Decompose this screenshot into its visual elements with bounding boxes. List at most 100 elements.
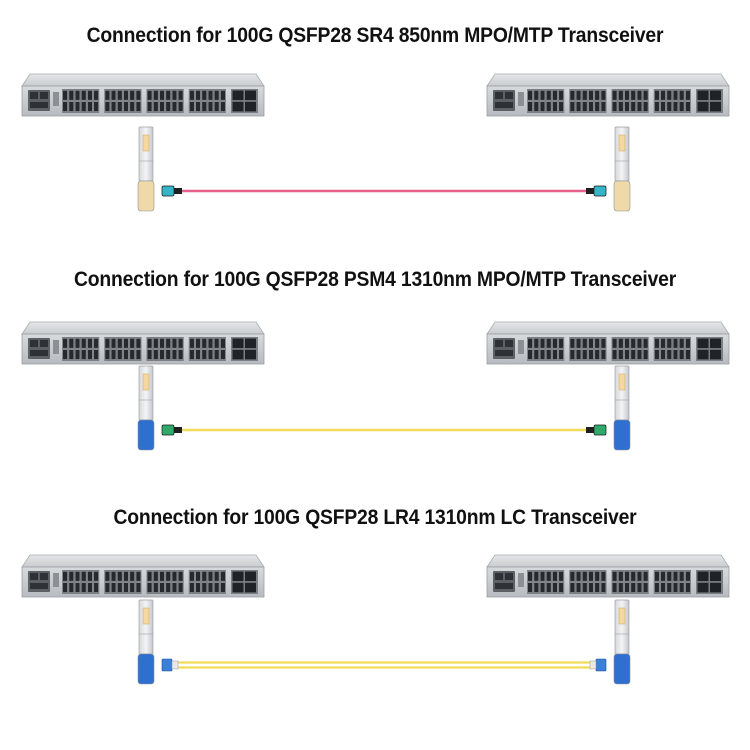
rj45-port <box>40 340 48 347</box>
sfp-port <box>135 349 141 360</box>
qsfp-port <box>697 338 709 349</box>
sfp-port <box>220 582 226 593</box>
port-group <box>146 337 184 361</box>
sfp-port <box>552 101 558 112</box>
sfp-port <box>75 90 81 101</box>
sfp-port <box>171 582 177 593</box>
rj45-port <box>30 573 38 580</box>
qsfp-port <box>232 571 244 582</box>
sfp-port <box>201 349 207 360</box>
sfp-port <box>159 571 165 582</box>
sfp-port <box>588 571 594 582</box>
sfp-port <box>643 338 649 349</box>
sfp-port <box>104 101 110 112</box>
sfp-port <box>660 90 666 101</box>
sfp-port <box>135 582 141 593</box>
sfp-port <box>171 101 177 112</box>
sfp-port <box>75 582 81 593</box>
sfp-port <box>672 571 678 582</box>
sfp-port <box>600 338 606 349</box>
connector-right <box>589 658 607 672</box>
qsfp-port <box>710 338 721 349</box>
transceiver-right <box>613 126 631 212</box>
sfp-port <box>207 101 213 112</box>
sfp-port <box>123 90 129 101</box>
sfp-port <box>654 571 660 582</box>
sfp-port <box>171 571 177 582</box>
sfp-port <box>195 349 201 360</box>
transceiver-pull-tab <box>613 180 631 212</box>
sfp-port <box>153 582 159 593</box>
sfp-port <box>540 338 546 349</box>
sfp-port <box>654 349 660 360</box>
qsfp-port <box>232 582 244 593</box>
port-group <box>569 89 607 113</box>
sfp-port <box>630 571 636 582</box>
sfp-port <box>93 338 99 349</box>
sfp-port <box>594 90 600 101</box>
sfp-port <box>104 90 110 101</box>
switch-left <box>21 554 265 598</box>
qsfp-port <box>710 571 721 582</box>
sfp-port <box>594 582 600 593</box>
transceiver-label <box>142 134 150 152</box>
port-group <box>146 570 184 594</box>
sfp-port <box>123 338 129 349</box>
transceiver-left <box>137 599 155 685</box>
sfp-port <box>600 101 606 112</box>
switch-right <box>486 73 730 117</box>
sfp-port <box>527 349 533 360</box>
sfp-port <box>576 571 582 582</box>
sfp-port <box>660 582 666 593</box>
sfp-port <box>62 349 68 360</box>
sfp-port <box>75 571 81 582</box>
sfp-port <box>207 90 213 101</box>
transceiver-label <box>618 373 626 391</box>
sfp-port <box>135 90 141 101</box>
sfp-port <box>685 571 691 582</box>
sfp-port <box>636 101 642 112</box>
rj45-port <box>40 573 48 580</box>
sfp-port <box>569 101 575 112</box>
sfp-port <box>636 338 642 349</box>
sfp-port <box>111 582 117 593</box>
rj45-port <box>30 340 38 347</box>
sfp-port <box>147 90 153 101</box>
qsfp-port <box>697 90 709 101</box>
sfp-port <box>93 349 99 360</box>
sfp-port <box>104 582 110 593</box>
switch-top-face <box>486 554 730 568</box>
sfp-port <box>618 349 624 360</box>
switch-top-face <box>486 321 730 335</box>
sfp-port <box>672 349 678 360</box>
sfp-port <box>189 571 195 582</box>
sfp-port <box>147 571 153 582</box>
connector-left <box>161 424 182 436</box>
sfp-port <box>552 582 558 593</box>
sfp-port <box>87 338 93 349</box>
port-group <box>527 337 565 361</box>
sfp-port <box>569 349 575 360</box>
sfp-port <box>129 349 135 360</box>
sfp-port <box>685 582 691 593</box>
sfp-port <box>111 90 117 101</box>
rj45-port <box>505 340 513 347</box>
sfp-port <box>576 338 582 349</box>
sfp-port <box>165 571 171 582</box>
port-group <box>104 570 142 594</box>
transceiver-left <box>137 126 155 212</box>
sfp-port <box>600 90 606 101</box>
sfp-port <box>527 571 533 582</box>
sfp-port <box>533 90 539 101</box>
port-group <box>188 570 226 594</box>
sfp-port <box>552 571 558 582</box>
sfp-port <box>643 349 649 360</box>
sfp-port <box>576 101 582 112</box>
sfp-port <box>153 338 159 349</box>
status-led-panel <box>518 340 524 354</box>
port-group <box>611 570 649 594</box>
status-led-panel <box>53 340 59 354</box>
sfp-port <box>68 338 74 349</box>
sfp-port <box>117 338 123 349</box>
